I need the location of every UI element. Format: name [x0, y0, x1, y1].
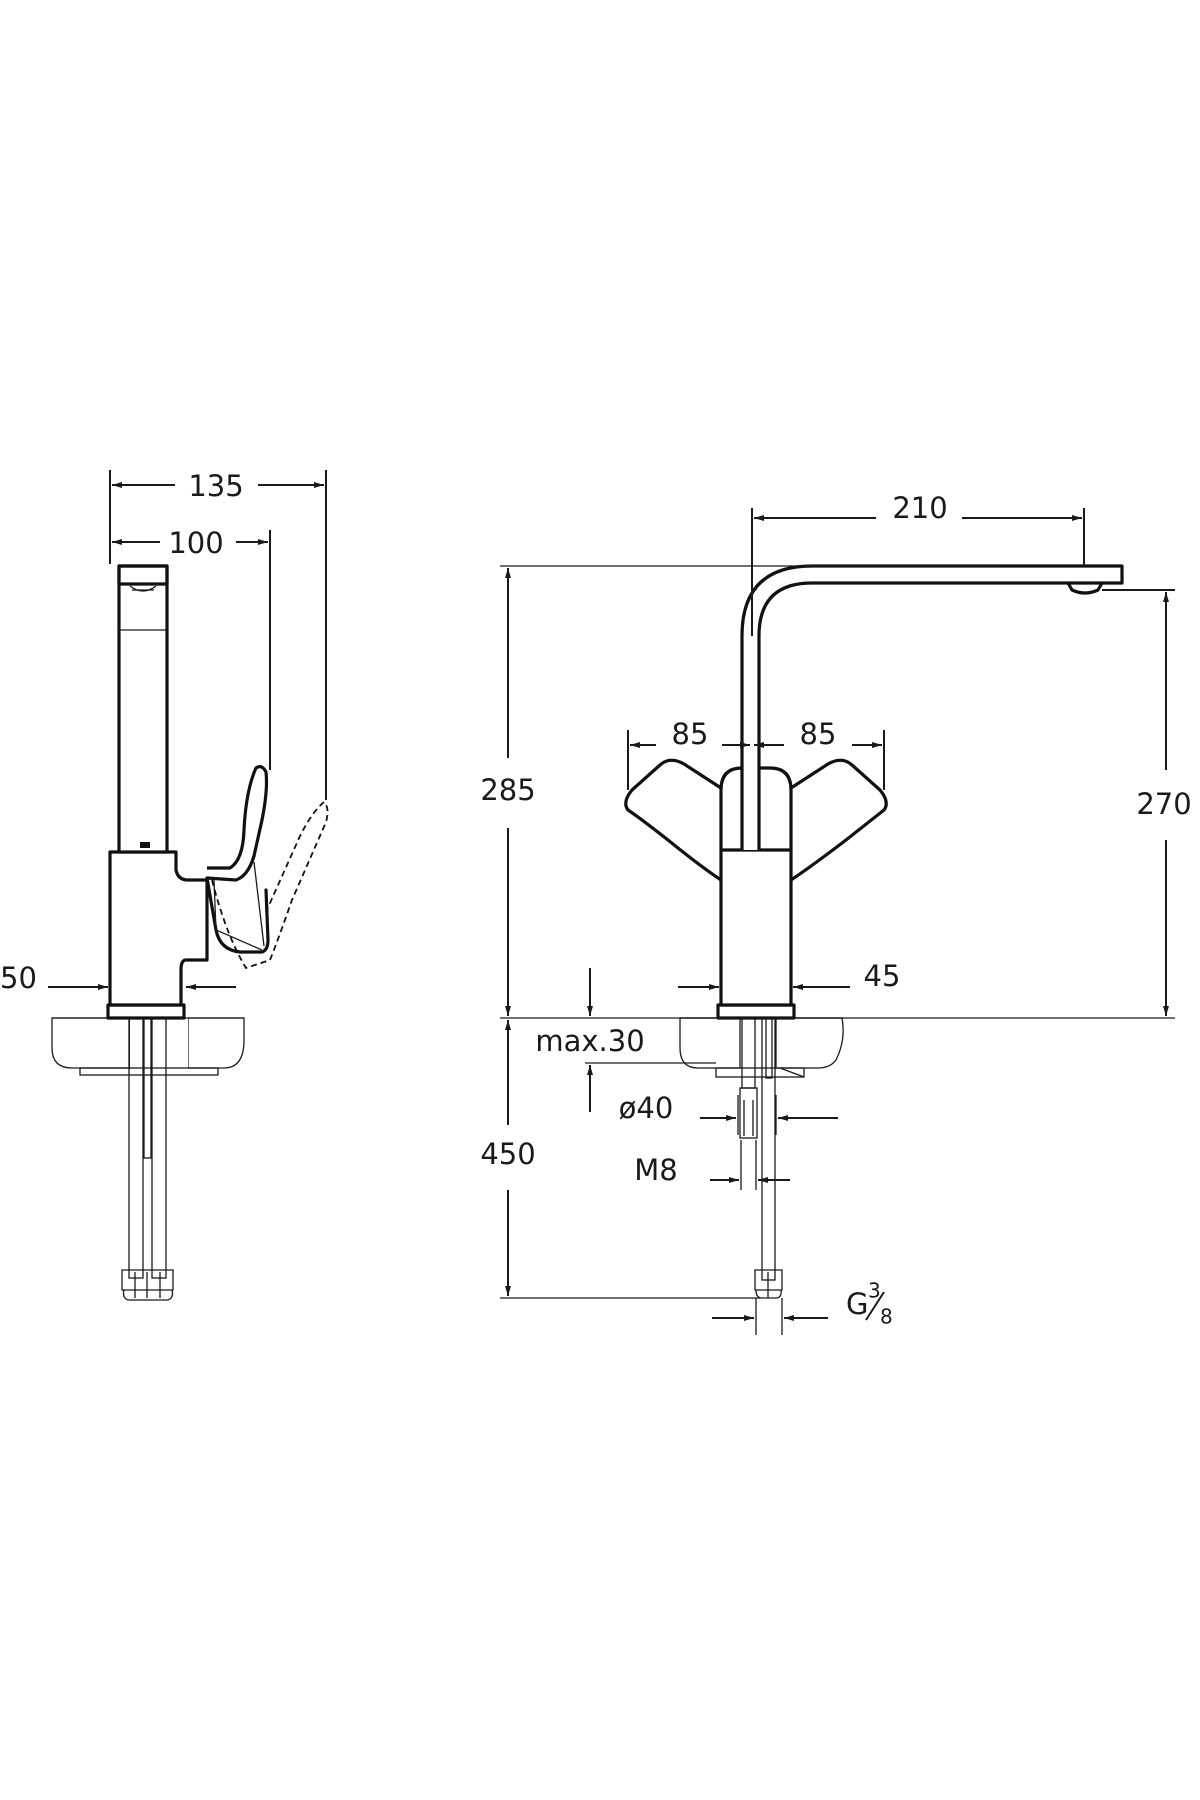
- front-lever-positions: [624, 758, 888, 882]
- side-tap-body: [106, 564, 209, 1020]
- dim-m8-label: M8: [634, 1153, 677, 1187]
- dim-50-label: 50: [0, 961, 37, 995]
- dim-front-450: 450: [480, 1020, 760, 1299]
- dim-135-label: 135: [188, 469, 243, 503]
- dim-front-max30: max.30: [535, 968, 716, 1112]
- dim-front-285: 285: [480, 565, 1000, 1016]
- dim-g-fraction-bar: [865, 1291, 885, 1321]
- side-lever-alt-position: [211, 800, 329, 970]
- dim-45-label: 45: [864, 959, 901, 993]
- dim-front-85-85: 85 85: [627, 717, 885, 790]
- side-countertop: [51, 1017, 245, 1076]
- dim-100-label: 100: [168, 526, 223, 560]
- dim-max30-label: max.30: [535, 1024, 644, 1058]
- dim-285-label: 285: [480, 773, 535, 807]
- dim-side-100: 100: [112, 526, 271, 770]
- dim-85-left-label: 85: [672, 717, 709, 751]
- dim-front-m8: M8: [634, 1140, 790, 1190]
- dim-front-210: 210: [751, 491, 1085, 636]
- dim-270-label: 270: [1136, 787, 1191, 821]
- front-tap-body: [716, 766, 796, 1020]
- side-view: 135 100 50: [0, 469, 329, 1301]
- dim-front-45: 45: [678, 959, 900, 993]
- front-view: 210 85 85 285 270: [480, 491, 1192, 1335]
- dim-front-d40: ø40: [619, 1091, 838, 1135]
- dim-85-right-label: 85: [800, 717, 837, 751]
- dim-front-270: 270: [1102, 589, 1192, 1016]
- dim-g-denominator: 8: [880, 1305, 893, 1329]
- dim-g-label: G: [846, 1287, 868, 1321]
- dim-side-135: 135: [109, 469, 327, 800]
- dim-d40-label: ø40: [619, 1091, 674, 1125]
- dim-450-label: 450: [480, 1137, 535, 1171]
- side-lever: [205, 765, 270, 954]
- dim-g-numerator: 3: [868, 1279, 881, 1303]
- dim-front-g38: G 3 8: [712, 1279, 893, 1335]
- dim-210-label: 210: [892, 491, 947, 525]
- front-spout: [740, 564, 1124, 850]
- dim-side-50: 50: [0, 961, 236, 995]
